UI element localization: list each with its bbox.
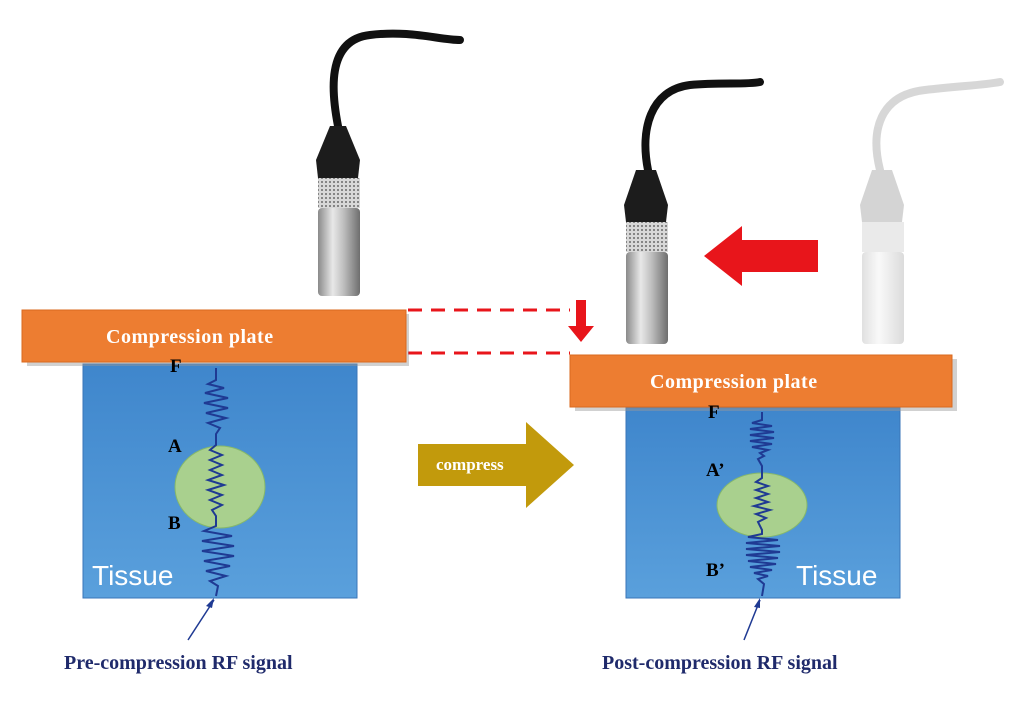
- right-probe-cable: [641, 78, 764, 174]
- left-marker-b: B: [168, 513, 181, 534]
- compress-label: compress: [436, 455, 504, 474]
- left-probe-icon: [316, 29, 464, 296]
- faded-probe-knurl: [862, 222, 904, 252]
- right-probe-body: [626, 252, 668, 344]
- down-arrow-icon: [568, 300, 594, 342]
- left-probe-head: [316, 126, 360, 178]
- right-rf-signal: [745, 412, 781, 597]
- left-arrow-icon: [704, 226, 818, 286]
- left-probe-cable: [329, 29, 464, 130]
- right-marker-b: B’: [706, 560, 725, 581]
- right-compression-plate: [569, 354, 953, 408]
- right-marker-f: F: [708, 402, 720, 423]
- left-rf-signal: [200, 368, 235, 597]
- faded-probe-head: [860, 170, 904, 222]
- left-plate-label: Compression plate: [106, 326, 274, 348]
- right-probe-icon: [624, 78, 764, 344]
- faded-probe-cable: [872, 78, 1004, 174]
- pre-compression-caption: Pre-compression RF signal: [64, 652, 293, 674]
- right-marker-a: A’: [706, 460, 725, 481]
- right-tissue-label: Tissue: [796, 560, 878, 591]
- right-lesion: [716, 472, 808, 538]
- left-pointer-head: [206, 598, 214, 608]
- left-probe-body: [318, 208, 360, 296]
- right-arrow-icon: [418, 422, 574, 508]
- right-pointer-head: [754, 598, 760, 608]
- left-marker-f: F: [170, 356, 182, 377]
- faded-probe-icon: [860, 78, 1004, 344]
- displacement-guides: [408, 308, 570, 355]
- post-compression-caption: Post-compression RF signal: [602, 652, 838, 674]
- right-plate-label: Compression plate: [650, 371, 818, 393]
- left-probe-knurl: [318, 178, 360, 208]
- left-marker-a: A: [168, 436, 182, 457]
- faded-probe-body: [862, 252, 904, 344]
- right-probe-head: [624, 170, 668, 222]
- right-probe-knurl: [626, 222, 668, 252]
- left-tissue-label: Tissue: [92, 560, 174, 591]
- left-compression-plate: [21, 309, 407, 363]
